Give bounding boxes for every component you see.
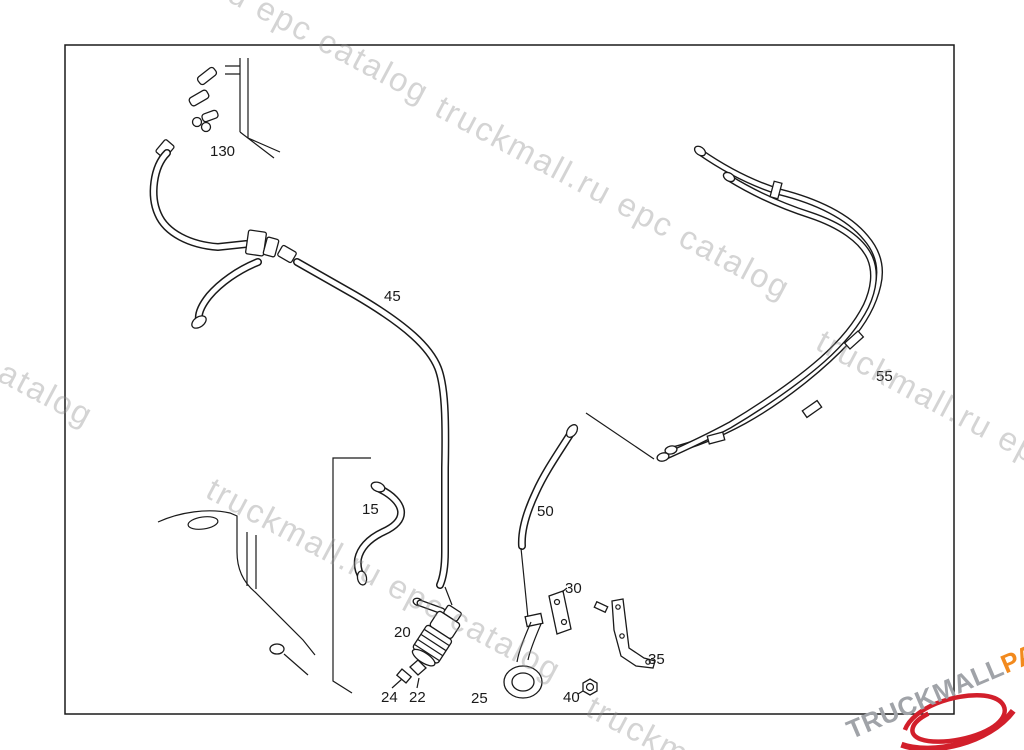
leader-lines [332, 457, 529, 694]
part-label-45: 45 [384, 288, 401, 305]
part-label-22: 22 [409, 689, 426, 706]
valve-parts-24-22 [391, 659, 427, 689]
part-label-20: 20 [394, 624, 411, 641]
engine-block-outline [157, 510, 316, 676]
radiator-fittings-130 [188, 58, 281, 159]
plate-30 [548, 587, 572, 635]
hose-50 [517, 412, 655, 550]
part-label-130: 130 [210, 143, 236, 160]
part-label-25: 25 [471, 690, 488, 707]
hose-15 [353, 481, 406, 586]
bracket-35 [593, 598, 656, 669]
part-label-24: 24 [381, 689, 398, 706]
bracket-25 [503, 612, 544, 699]
part-label-15: 15 [362, 501, 379, 518]
part-label-30: 30 [565, 580, 582, 597]
nut-40 [577, 678, 598, 696]
logo-swoosh-icon [900, 693, 1016, 750]
part-label-50: 50 [537, 503, 554, 520]
frame-border [64, 44, 955, 715]
pump-20 [411, 597, 462, 667]
part-label-55: 55 [876, 368, 893, 385]
part-label-40: 40 [563, 689, 580, 706]
part-label-35: 35 [648, 651, 665, 668]
pipes-55 [656, 145, 883, 462]
hose-upper-left [149, 139, 297, 329]
hose-45 [293, 258, 450, 589]
